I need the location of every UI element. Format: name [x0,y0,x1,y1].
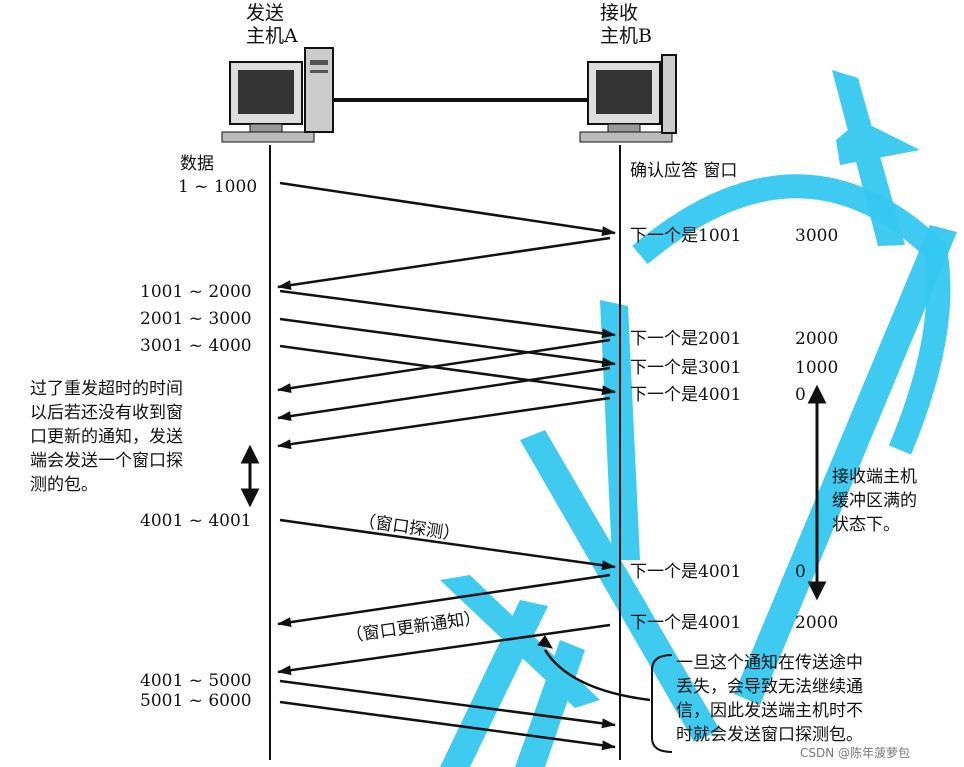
loss-note-bracket [651,654,673,753]
arrow-data-2 [279,289,616,339]
arrow-ack-2 [277,338,611,394]
note-line: 端会发送一个窗口探 [30,451,183,471]
note-line: 口更新的通知，发送 [30,427,183,447]
timeout-note: 过了重发超时的时间 以后若还没有收到窗 口更新的通知，发送 端会发送一个窗口探 … [30,380,183,495]
arrow-data-4 [279,344,616,396]
data-range: 2001 ~ 3000 [140,309,252,329]
ack-window: 1000 [795,358,839,378]
data-range: 1 ~ 1000 [178,177,258,197]
data-range: 4001 ~ 4001 [140,511,252,531]
arrow-ack-4 [277,396,611,450]
ack-label: 下一个是1001 [630,226,742,246]
arrow-data-1 [279,181,616,237]
loss-note: 一旦这个通知在传送途中 丢失，会导致无法继续通 信，因此发送端主机时不 时就会发… [676,654,863,745]
ack-label: 下一个是4001 [630,562,742,582]
note-line: 缓冲区满的 [832,491,917,511]
arrow-ack-3 [277,366,611,422]
arrow-data-5 [279,679,616,729]
host-a-label-2: 主机A [246,25,298,47]
note-line: 丢失，会导致无法继续通 [676,677,863,697]
arrow-ack-1 [277,236,611,291]
arrow-data-3 [279,317,616,368]
note-line: 时就会发送窗口探测包。 [676,725,863,745]
host-b-label-2: 主机B [600,25,652,47]
note-line: 一旦这个通知在传送途中 [676,653,863,673]
note-line: 以后若还没有收到窗 [30,403,183,423]
arrow-ack-5 [277,573,611,628]
arrow-update [277,623,611,676]
host-a-computer-icon [221,47,334,143]
data-range: 4001 ~ 5000 [140,671,252,691]
arrow-data-6 [279,700,616,751]
ack-window: 0 [795,562,806,582]
loss-curve-arrow [543,649,651,702]
arrow-probe [279,518,616,571]
ack-label: 下一个是3001 [630,358,742,378]
ack-window-header: 确认应答 窗口 [630,161,738,181]
data-range: 3001 ~ 4000 [140,336,252,356]
ack-label: 下一个是2001 [630,329,742,349]
note-line: 状态下。 [832,515,900,535]
note-line: 测的包。 [30,475,98,495]
host-b-computer-icon [579,54,677,143]
data-header: 数据 [180,154,214,174]
ack-label: 下一个是4001 [630,385,742,405]
ack-label: 下一个是4001 [630,613,742,633]
buffer-full-note: 接收端主机 缓冲区满的 状态下。 [832,468,917,535]
ack-window: 2000 [795,613,839,633]
ack-window: 2000 [795,329,839,349]
note-line: 过了重发超时的时间 [30,379,183,399]
data-range: 5001 ~ 6000 [140,691,252,711]
data-range: 1001 ~ 2000 [140,282,252,302]
overlay-arc [632,174,951,455]
watermark: CSDN @陈年菠萝包 [800,746,911,760]
ack-window: 0 [795,385,806,405]
host-b-label-1: 接收 [600,2,639,24]
host-a-label-1: 发送 [246,2,285,24]
note-line: 信，因此发送端主机时不 [676,701,863,721]
ack-window: 3000 [795,226,839,246]
note-line: 接收端主机 [832,467,917,487]
